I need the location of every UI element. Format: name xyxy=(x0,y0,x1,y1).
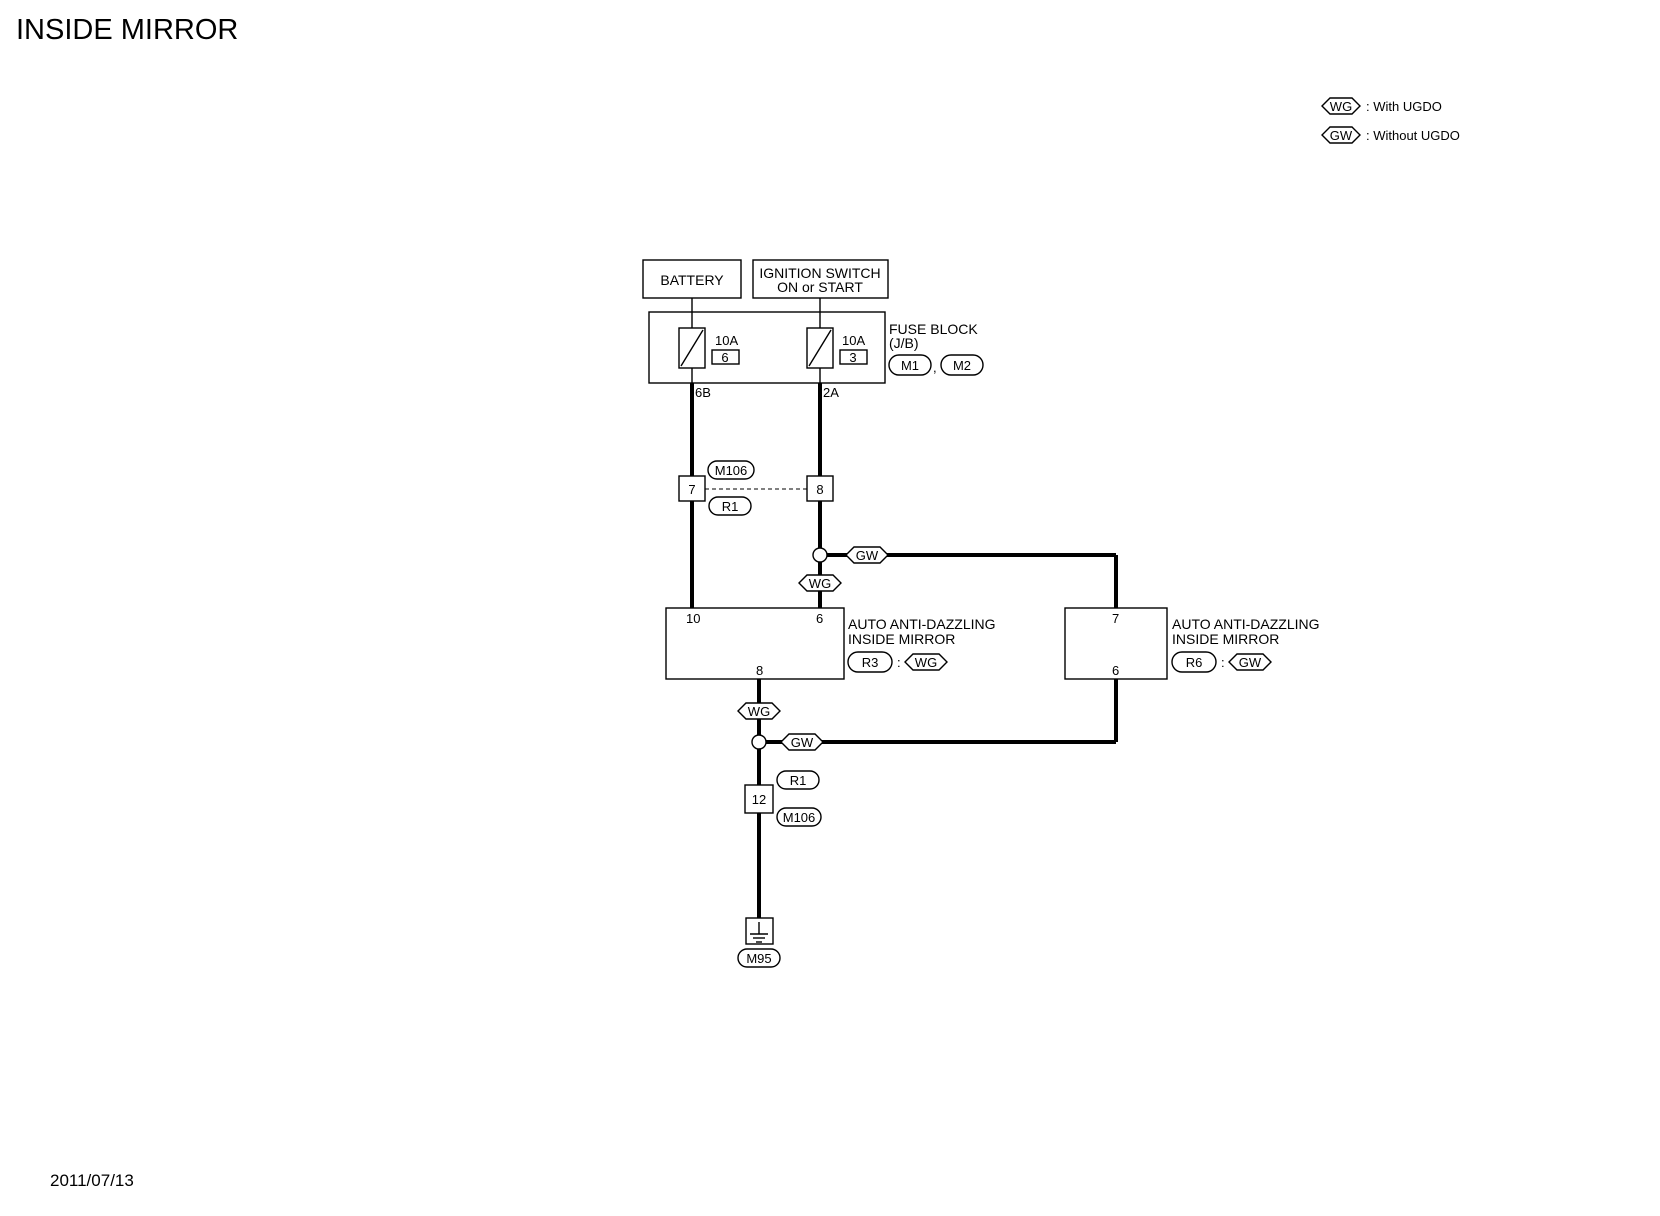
fuse-block-label-line2: (J/B) xyxy=(889,335,919,351)
battery-box xyxy=(642,259,742,299)
legend-wg-hex xyxy=(1321,97,1361,115)
fuse-left-slash xyxy=(680,329,704,367)
mirror-gw-box xyxy=(1064,607,1168,680)
fuse-left-num-box xyxy=(711,349,740,365)
fuse-block-connector-m2-oval xyxy=(940,354,984,376)
mirror-wg-pin10: 10 xyxy=(686,611,700,626)
mirror-wg-pin6: 6 xyxy=(816,611,823,626)
fuse-left-num: 6 xyxy=(721,350,728,365)
mirror-wg-label-line2: INSIDE MIRROR xyxy=(848,631,955,647)
joint-upper-connector-m106-oval xyxy=(707,460,755,480)
mirror-gw-connector: R6 xyxy=(1186,655,1203,670)
ground-icon xyxy=(745,917,774,945)
ignition-label-line1: IGNITION SWITCH xyxy=(759,265,880,281)
battery-label: BATTERY xyxy=(660,272,724,288)
legend: WG : With UGDO GW : Without UGDO xyxy=(1321,97,1460,144)
joint-upper-pin7: 7 xyxy=(688,482,695,497)
tag-wg-upper: WG xyxy=(809,576,831,591)
mirror-gw-label-line1: AUTO ANTI-DAZZLING xyxy=(1172,616,1320,632)
fuse-block-connector-m2: M2 xyxy=(953,358,971,373)
legend-wg-desc: : With UGDO xyxy=(1366,99,1442,114)
mirror-wg-connector: R3 xyxy=(862,655,879,670)
mirror-wg-label-line1: AUTO ANTI-DAZZLING xyxy=(848,616,996,632)
fuse-right-num: 3 xyxy=(849,350,856,365)
tag-gw-upper: GW xyxy=(856,548,879,563)
ground-connector: M95 xyxy=(746,951,771,966)
mirror-gw-pin6: 6 xyxy=(1112,663,1119,678)
joint-upper-connector-r1-oval xyxy=(708,496,752,516)
mirror-wg-connector-oval xyxy=(847,651,893,673)
mirror-gw-variant-hex xyxy=(1228,653,1272,671)
tag-gw-upper-hex xyxy=(845,546,889,564)
mirror-wg-variant: WG xyxy=(915,655,937,670)
fuse-block-connector-m1-oval xyxy=(888,354,932,376)
mirror-gw-connector-oval xyxy=(1171,651,1217,673)
ground-connector-oval xyxy=(737,948,781,968)
fuse-block-connector-m1: M1 xyxy=(901,358,919,373)
joint-lower-connector-r1: R1 xyxy=(790,773,807,788)
fuse-block-label-line1: FUSE BLOCK xyxy=(889,321,978,337)
tag-wg-lower: WG xyxy=(748,704,770,719)
ignition-label-line2: ON or START xyxy=(777,279,863,295)
mirror-wg-colon: : xyxy=(897,655,901,670)
tag-gw-lower-hex xyxy=(780,733,824,751)
footer-date: 2011/07/13 xyxy=(50,1171,134,1190)
mirror-wg-box xyxy=(665,607,845,680)
legend-gw-code: GW xyxy=(1330,128,1353,143)
fuse-block-connector-sep: , xyxy=(933,360,937,375)
fuse-right-num-box xyxy=(839,349,868,365)
mirror-wg-pin8: 8 xyxy=(756,663,763,678)
joint-lower-connector-r1-oval xyxy=(776,770,820,790)
mirror-wg-variant-hex xyxy=(904,653,948,671)
joint-upper-pin8: 8 xyxy=(816,482,823,497)
joint-upper-connector-r1: R1 xyxy=(722,499,739,514)
legend-gw-hex xyxy=(1321,126,1361,144)
tag-wg-upper-hex xyxy=(798,574,842,592)
split-point-lower xyxy=(751,734,767,750)
tag-gw-lower: GW xyxy=(791,735,814,750)
legend-gw-desc: : Without UGDO xyxy=(1366,128,1460,143)
joint-upper-connector-m106: M106 xyxy=(715,463,748,478)
mirror-gw-pin7: 7 xyxy=(1112,611,1119,626)
fuse-right-terminal: 2A xyxy=(823,385,839,400)
mirror-gw-label-line2: INSIDE MIRROR xyxy=(1172,631,1279,647)
legend-wg-code: WG xyxy=(1330,99,1352,114)
fuse-left-terminal: 6B xyxy=(695,385,711,400)
mirror-gw-variant: GW xyxy=(1239,655,1262,670)
page-title: INSIDE MIRROR xyxy=(16,14,239,46)
split-point-upper xyxy=(812,547,828,563)
tag-wg-lower-hex xyxy=(737,702,781,720)
joint-lower-connector-m106: M106 xyxy=(783,810,816,825)
joint-lower-connector-m106-oval xyxy=(776,807,822,827)
fuse-right-amp: 10A xyxy=(842,333,865,348)
mirror-gw-colon: : xyxy=(1221,655,1225,670)
joint-lower-pin12: 12 xyxy=(752,792,766,807)
fuse-left-amp: 10A xyxy=(715,333,738,348)
fuse-right-slash xyxy=(808,329,832,367)
